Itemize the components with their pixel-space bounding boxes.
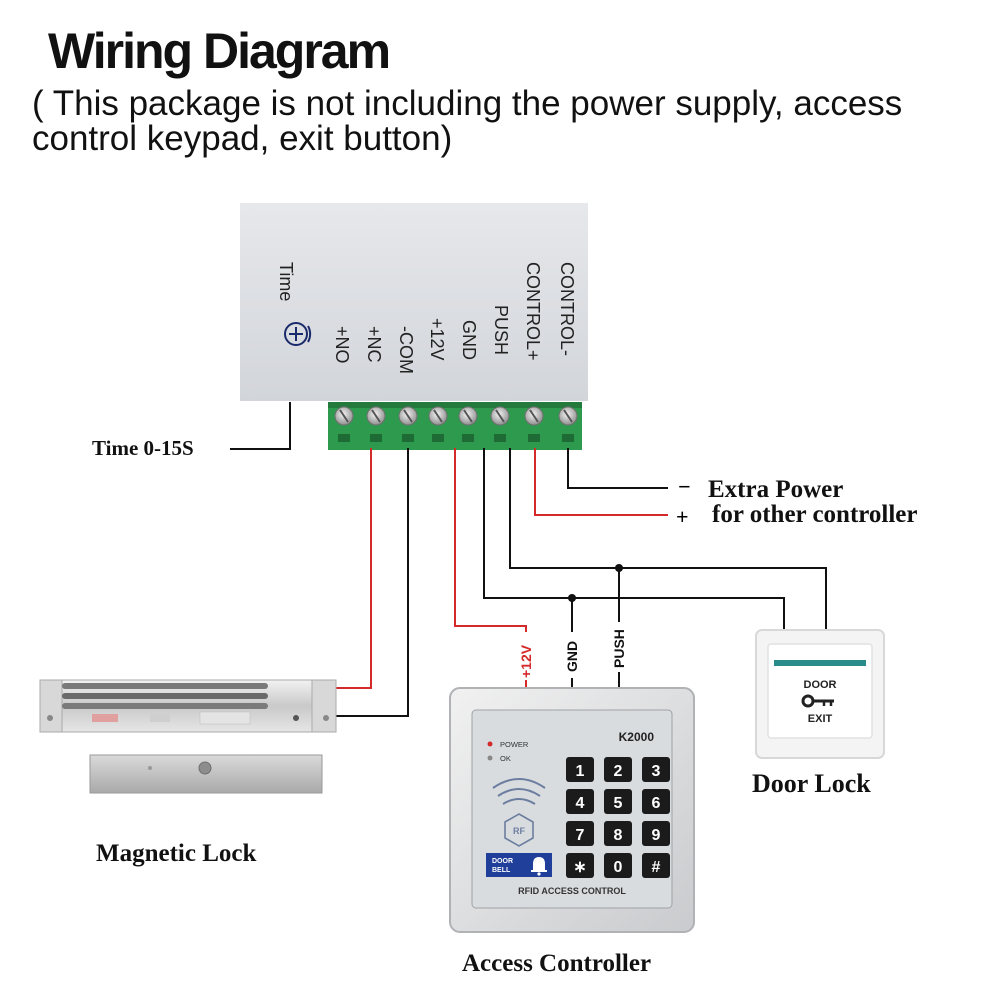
terminal-label-push: PUSH [491,305,511,355]
svg-text:DOOR: DOOR [492,858,513,865]
key-icon [801,694,834,708]
keypad-key-label: 2 [614,763,623,780]
wire-label-push: PUSH [611,629,627,668]
keypad-key-label: # [652,859,661,876]
extra-power-line1: Extra Power [708,476,844,503]
terminal-screw [524,406,544,442]
extra-power-plus: + [676,504,689,529]
door-bell-button[interactable]: DOOR BELL [486,853,552,877]
terminal-label-nc: +NC [364,326,384,363]
exit-button[interactable]: DOOR EXIT [755,629,885,759]
wire-gnd-to-exit [572,597,785,632]
terminal-screw [428,406,448,442]
time-label: Time [276,262,296,301]
terminal-label-no: +NO [332,326,352,364]
exit-button-exit-text: EXIT [808,713,833,725]
power-led-label: POWER [500,740,529,749]
keypad-key[interactable]: 2 [604,757,632,782]
keypad-key-label: 6 [652,795,661,812]
wire-label-12v: +12V [518,644,534,678]
time-leader-line [230,402,291,450]
keypad-key[interactable]: 3 [642,757,670,782]
keypad-key[interactable]: 1 [566,757,594,782]
access-controller: K2000 POWER OK RF DOOR BELL 1 2 3 4 5 6 7 8 9 ∗ 0 #… [449,687,695,933]
wire-push-to-exit [509,448,827,632]
terminal-label-control-minus: CONTROL- [557,262,577,356]
access-controller-caption: Access Controller [462,950,652,977]
wire-control-plus [534,448,668,516]
rfid-wave-icon [492,778,546,805]
svg-text:BELL: BELL [492,867,511,874]
extra-power-minus: − [678,474,691,499]
wire-control-minus [567,448,668,489]
power-led [487,741,493,747]
junction-dot-push [615,564,623,572]
keypad-key-label: 8 [614,827,623,844]
keypad-key[interactable]: # [642,853,670,878]
keypad-key[interactable]: 4 [566,789,594,814]
keypad-key-label: 3 [652,763,661,780]
terminal-screw [398,406,418,442]
wire-label-gnd: GND [564,641,580,672]
keypad-key-label: 5 [614,795,623,812]
keypad-model: K2000 [619,730,655,744]
terminal-label-gnd: GND [459,320,479,360]
time-range-label: Time 0-15S [92,436,194,460]
keypad-key-label: 0 [614,859,623,876]
keypad-key[interactable]: 6 [642,789,670,814]
ok-led-label: OK [500,754,511,763]
keypad-key[interactable]: 0 [604,853,632,878]
keypad-key-label: 7 [576,827,585,844]
bell-icon [533,857,545,871]
keypad-key-label: ∗ [573,859,586,876]
terminal-block [328,402,582,450]
keypad-key-label: 1 [576,763,585,780]
terminal-screw [366,406,386,442]
exit-button-door-text: DOOR [804,679,837,691]
ok-led [487,755,493,761]
time-knob [284,322,312,346]
power-module: Time +NO +NC -COM +12V GND PUSH CONTROL+… [240,203,588,401]
keypad-footer: RFID ACCESS CONTROL [518,886,626,896]
keypad-key-label: 4 [576,795,585,812]
svg-text:RF: RF [513,826,525,836]
terminal-screw [334,406,354,442]
terminal-label-com: -COM [396,326,416,374]
wire-com-to-maglock [336,448,409,717]
magnetic-lock [39,679,337,794]
package-note: ( This package is not including the powe… [32,84,903,158]
keypad-key[interactable]: 5 [604,789,632,814]
terminal-label-12v: +12V [427,318,447,361]
keypad-key[interactable]: 9 [642,821,670,846]
magnetic-lock-caption: Magnetic Lock [96,840,257,867]
terminal-screw [458,406,478,442]
junction-dot-gnd [568,594,576,602]
extra-power-line2: for other controller [712,501,918,528]
wire-nc-to-maglock [332,448,372,689]
keypad-key[interactable]: ∗ [566,853,594,878]
terminal-label-control-plus: CONTROL+ [523,262,543,361]
keypad-key[interactable]: 8 [604,821,632,846]
rf-badge: RF [504,813,534,847]
module-housing [240,203,588,401]
page-title: Wiring Diagram [48,23,391,79]
terminal-screw [558,406,578,442]
door-lock-caption: Door Lock [752,769,871,798]
terminal-screw [490,406,510,442]
keypad-key[interactable]: 7 [566,821,594,846]
keypad-key-label: 9 [652,827,661,844]
